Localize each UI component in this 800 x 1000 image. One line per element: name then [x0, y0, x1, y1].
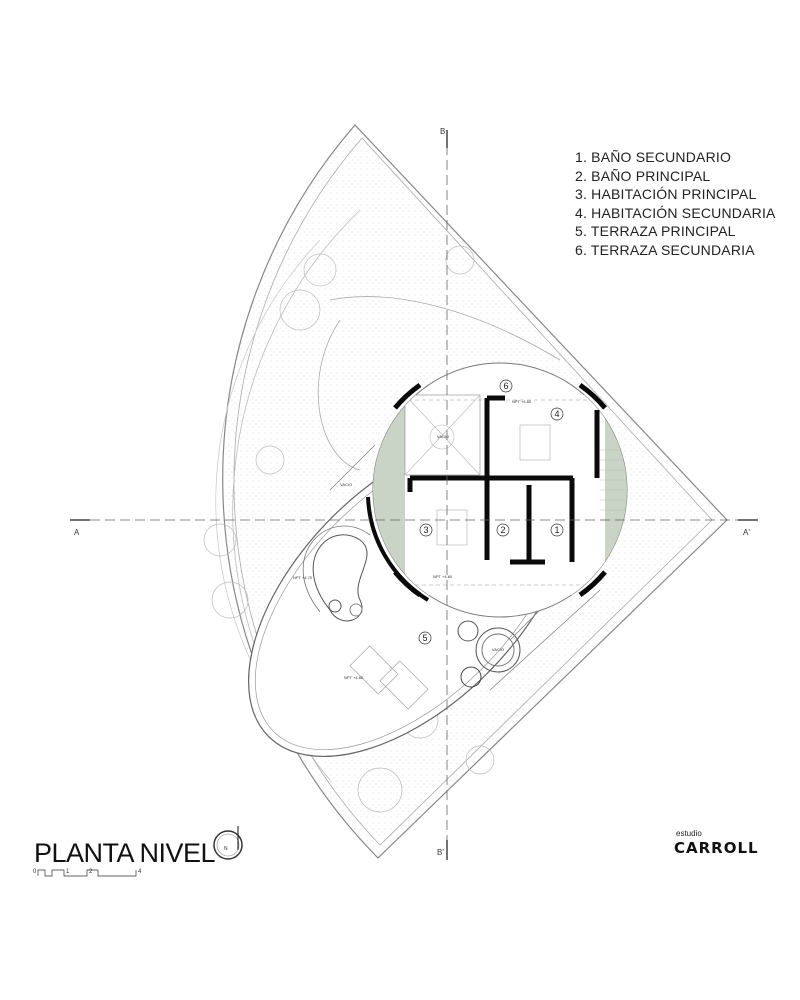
legend-item: 2. BAÑO PRINCIPAL [575, 167, 711, 184]
walls [393, 382, 607, 598]
section-axes [75, 130, 755, 860]
logo-brand: CARROLL [674, 839, 759, 857]
vacio-label: VACIO [492, 647, 504, 652]
room-number-3: 3 [423, 525, 428, 535]
north-label: N [224, 846, 228, 852]
legend-item: 1. BAÑO SECUNDARIO [575, 149, 732, 165]
scale-label: 1 [66, 869, 70, 875]
room-number-1: 1 [554, 525, 559, 535]
room-number-5: 5 [422, 633, 427, 643]
section-label-a: A [74, 528, 80, 537]
vacio-label: VACIO [437, 434, 449, 439]
section-label-a-prime: A' [743, 528, 750, 537]
level-annotation: NPT +4.60 [433, 574, 453, 579]
legend-item: 4. HABITACIÓN SECUNDARIA [575, 204, 776, 221]
level-annotation: NPT +4.60 [344, 675, 364, 680]
legend-item: 6. TERRAZA SECUNDARIA [575, 241, 755, 258]
main-circle [366, 362, 628, 618]
plan-title: PLANTA NIVEL [34, 838, 216, 868]
room-number-4: 4 [554, 409, 559, 419]
section-label-b-prime: B' [437, 848, 444, 857]
scale-label: 0 [33, 869, 37, 875]
section-label-b: B [440, 127, 446, 136]
legend-item: 3. HABITACIÓN PRINCIPAL [575, 186, 757, 202]
scale-label: 2 [89, 869, 93, 875]
north-arrow-icon: N [213, 826, 243, 860]
legend-item: 5. TERRAZA PRINCIPAL [575, 223, 736, 239]
level-annotation: NPT +4.60 [512, 399, 532, 404]
room-number-2: 2 [500, 525, 505, 535]
room-number-6: 6 [503, 381, 508, 391]
scale-bar [37, 869, 137, 877]
room-legend: 1. BAÑO SECUNDARIO 2. BAÑO PRINCIPAL 3. … [575, 148, 776, 259]
logo-studio-text: estudio [676, 829, 702, 838]
level-annotation: NPT +4.70 [293, 575, 313, 580]
vacio-label: VACIO [340, 482, 352, 487]
vegetation [203, 245, 495, 813]
scale-label: 4 [138, 869, 142, 875]
